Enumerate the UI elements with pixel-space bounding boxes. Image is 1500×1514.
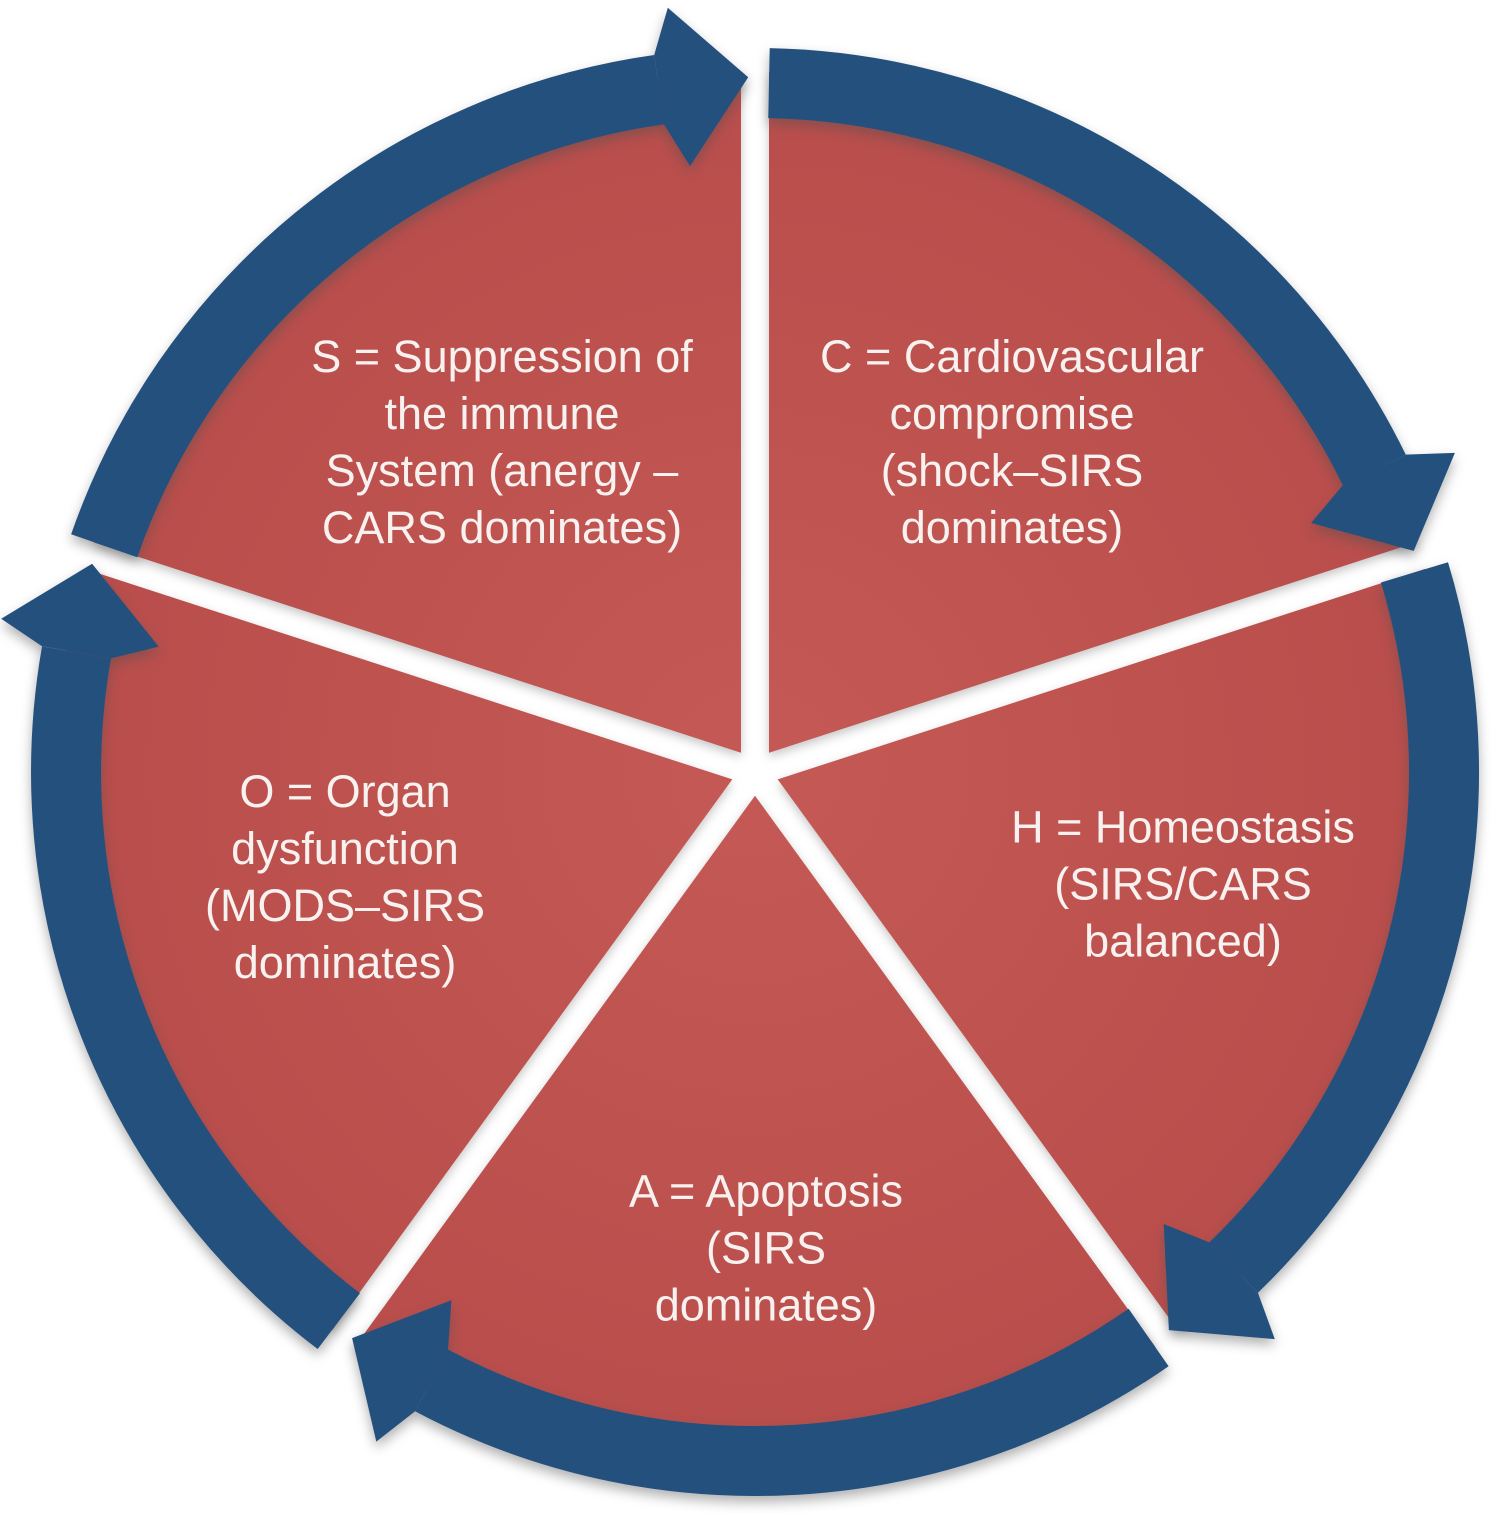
segment-label-organ-dysfunction: O = Organ dysfunction (MODS–SIRS dominat… — [205, 763, 485, 991]
segment-wedge-S — [93, 72, 741, 753]
arrow-arc-H — [1209, 562, 1479, 1293]
label-line: (SIRS/CARS — [1054, 858, 1312, 910]
arrow-arc-S — [71, 55, 664, 558]
label-line: C = Cardiovascular — [820, 331, 1204, 382]
label-line: H = Homeostasis — [1011, 801, 1355, 853]
arrowhead-icon-H — [1163, 1224, 1275, 1340]
segment-label-suppression: S = Suppression of the immune System (an… — [311, 328, 693, 556]
segment-label-apoptosis: A = Apoptosis (SIRS dominates) — [629, 1163, 903, 1334]
arrowhead-icon-A — [352, 1300, 452, 1442]
label-line: (shock–SIRS — [880, 445, 1144, 496]
segment-wedge-C — [769, 72, 1417, 753]
label-line: (MODS–SIRS — [204, 880, 486, 931]
segment-wedges — [55, 72, 1455, 1472]
label-line: O = Organ — [239, 766, 451, 817]
label-line: System (anergy – — [325, 445, 679, 496]
label-line: dominates) — [233, 937, 457, 988]
label-line: dominates) — [900, 502, 1124, 553]
segment-label-homeostasis: H = Homeostasis (SIRS/CARS balanced) — [1011, 799, 1355, 970]
label-line: CARS dominates) — [321, 502, 683, 553]
arrow-arc-A — [415, 1308, 1169, 1496]
segment-wedge-O — [55, 569, 733, 1330]
label-line: balanced) — [1084, 915, 1282, 967]
arrowhead-icon-O — [1, 563, 159, 659]
segment-label-cardiovascular: C = Cardiovascular compromise (shock–SIR… — [820, 328, 1204, 556]
label-line: S = Suppression of — [311, 331, 693, 382]
label-line: compromise — [889, 388, 1135, 439]
label-line: dominates) — [654, 1279, 878, 1331]
arrowhead-icon-S — [654, 7, 749, 167]
label-line: dysfunction — [231, 823, 459, 874]
label-line: (SIRS — [705, 1222, 826, 1274]
arrow-arc-O — [31, 646, 360, 1349]
arrow-ring — [1, 7, 1479, 1496]
label-line: the immune — [384, 388, 620, 439]
segment-wedge-A — [355, 795, 1155, 1472]
arrow-arc-C — [768, 48, 1406, 486]
segment-wedge-H — [777, 569, 1455, 1330]
label-line: A = Apoptosis — [629, 1165, 903, 1217]
arrowhead-icon-C — [1311, 452, 1455, 551]
